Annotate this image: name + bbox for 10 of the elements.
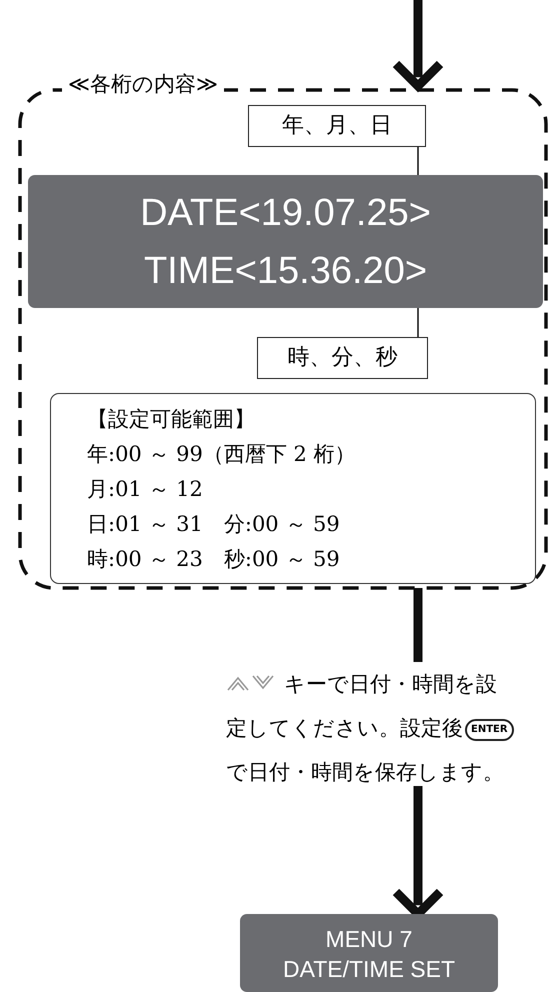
- label-box: 時、分、秒: [257, 337, 428, 379]
- connector-line: [417, 147, 419, 175]
- connector-line: [417, 308, 419, 337]
- connector-line: [414, 588, 422, 662]
- enter-key: ENTER: [465, 719, 514, 741]
- range-box: 【設定可能範囲】 年:00 ～ 99（西暦下 2 桁） 月:01 ～ 12 日:01 ～ 31 分:00 ～ 59 時:00 ～ 23 秒:00 ～ 59: [50, 393, 536, 584]
- instruction-text: キーで日付・時間を設定してください。設定後 ENTER で日付・時間を保存します。: [226, 662, 514, 794]
- menu-screen: MENU 7 DATE/TIME SET: [240, 914, 498, 992]
- label-box: 年、月、日: [248, 105, 426, 147]
- display-screen: DATE<19.07.25> TIME<15.36.20>: [28, 175, 543, 308]
